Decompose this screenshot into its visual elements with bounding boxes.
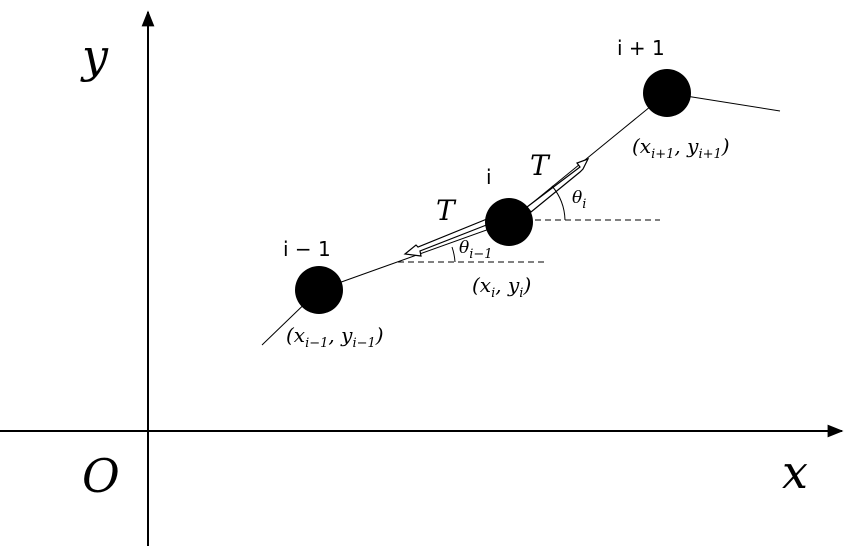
origin-label: O xyxy=(82,449,120,503)
bead-i-minus-1 xyxy=(295,266,343,314)
bead-label-i: i xyxy=(486,165,492,189)
bead-label-i-plus-1: i + 1 xyxy=(617,36,665,60)
tension-label-lower: T xyxy=(436,194,457,227)
theta-i-arc xyxy=(551,185,566,221)
string-segment-middle xyxy=(318,221,510,291)
bead-i xyxy=(485,198,533,246)
tension-arrow-lower xyxy=(403,218,490,257)
bead-label-i-minus-1: i − 1 xyxy=(283,237,331,261)
y-axis-label: y xyxy=(80,29,109,83)
theta-i-minus-1-label: θi−1 xyxy=(459,238,493,262)
theta-i-label: θi xyxy=(572,188,586,212)
coord-label-i: (xi, yi) xyxy=(472,273,531,301)
tension-arrow-upper xyxy=(526,157,590,213)
coord-label-i-plus-1: (xi+1, yi+1) xyxy=(632,134,730,162)
x-axis-label: x xyxy=(782,445,808,499)
bead-i-plus-1 xyxy=(643,69,691,117)
coord-label-i-minus-1: (xi−1, yi−1) xyxy=(286,323,384,351)
tension-label-upper: T xyxy=(530,149,551,182)
theta-i-minus-1-arc xyxy=(451,246,456,263)
